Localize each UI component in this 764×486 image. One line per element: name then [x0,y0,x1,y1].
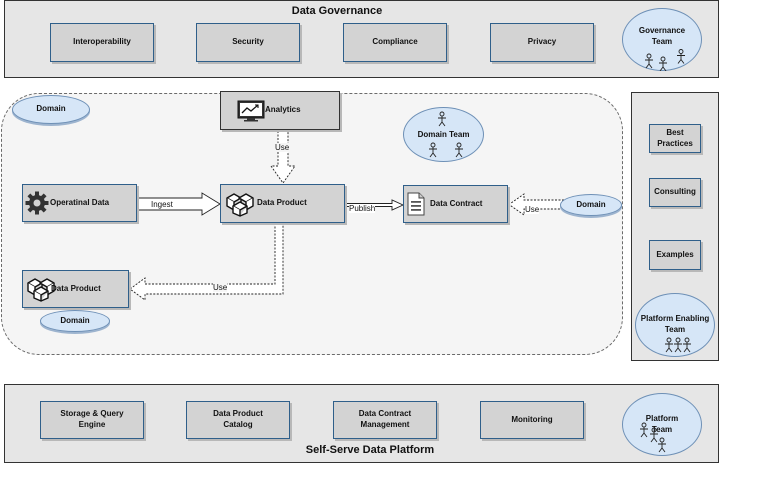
use-label-analytics: Use [275,143,290,152]
interoperability-label: Interoperability [73,37,131,47]
analytics-label: Analytics [265,105,301,115]
publish-label: Publish [349,204,376,213]
analytics-box[interactable]: Analytics [220,91,340,130]
governance-team-label: Governance Team [638,26,686,46]
data-contract-management-label: Data Contract Management [358,409,412,429]
domain-badge-top-label: Domain [36,104,66,114]
domain-badge-right[interactable]: Domain [560,194,622,216]
ingest-label: Ingest [151,200,173,209]
use-arrow-analytics [270,131,296,184]
platform-team-label: Platform Team [645,414,679,434]
self-serve-platform-title: Self-Serve Data Platform [305,444,435,456]
data-product-main-box[interactable]: Data Product [220,184,345,223]
best-practices-box[interactable]: Best Practices [649,124,701,153]
governance-team-ellipse[interactable]: Governance Team [622,8,702,71]
data-contract-label: Data Contract [430,198,483,208]
monitoring-box[interactable]: Monitoring [480,401,584,439]
operational-data-label: Operatinal Data [50,197,110,207]
use-arrow-contract [508,193,564,216]
monitoring-label: Monitoring [511,414,553,424]
domain-badge-bottom[interactable]: Domain [40,310,110,332]
data-product-secondary-label: Data Product [51,283,101,293]
stick-figure-icon [640,422,666,453]
data-governance-title: Data Governance [291,5,383,17]
data-contract-management-box[interactable]: Data Contract Management [333,401,437,439]
domain-badge-top[interactable]: Domain [12,95,90,124]
use-arrow-product [129,223,284,301]
storage-query-engine-label: Storage & Query Engine [60,409,124,429]
consulting-box[interactable]: Consulting [649,178,701,207]
data-product-catalog-box[interactable]: Data Product Catalog [186,401,290,439]
stick-figure-icon [645,49,685,71]
examples-label: Examples [656,249,694,259]
ingest-arrow [136,192,221,216]
data-product-catalog-label: Data Product Catalog [213,409,263,429]
examples-box[interactable]: Examples [649,240,701,270]
privacy-box[interactable]: Privacy [490,23,594,62]
operational-data-box[interactable]: Operatinal Data [22,184,137,222]
consulting-label: Consulting [654,187,696,197]
boxes-icon [226,192,254,217]
gear-icon [25,191,49,215]
privacy-label: Privacy [527,37,557,47]
security-box[interactable]: Security [196,23,300,62]
domain-badge-right-label: Domain [576,199,606,209]
stick-figure-icon [665,337,691,353]
use-label-contract: Use [525,205,540,214]
use-label-product: Use [213,283,228,292]
platform-team-ellipse[interactable]: Platform Team [622,393,702,456]
domain-team-ellipse[interactable]: Domain Team [403,107,484,162]
domain-team-label: Domain Team [417,130,470,139]
domain-badge-bottom-label: Domain [60,315,90,325]
security-label: Security [232,37,264,47]
data-product-secondary-box[interactable]: Data Product [22,270,129,308]
data-product-main-label: Data Product [257,198,307,208]
document-icon [407,192,425,216]
stick-figure-icon [429,111,463,158]
compliance-label: Compliance [372,37,418,47]
storage-query-engine-box[interactable]: Storage & Query Engine [40,401,144,439]
compliance-box[interactable]: Compliance [343,23,447,62]
best-practices-label: Best Practices [657,127,693,148]
platform-enabling-team-label: Platform Enabling Team [640,314,710,334]
interoperability-box[interactable]: Interoperability [50,23,154,62]
data-contract-box[interactable]: Data Contract [403,185,508,223]
boxes-icon [27,278,55,302]
chart-monitor-icon [237,100,265,121]
platform-enabling-team-ellipse[interactable]: Platform Enabling Team [635,293,715,357]
